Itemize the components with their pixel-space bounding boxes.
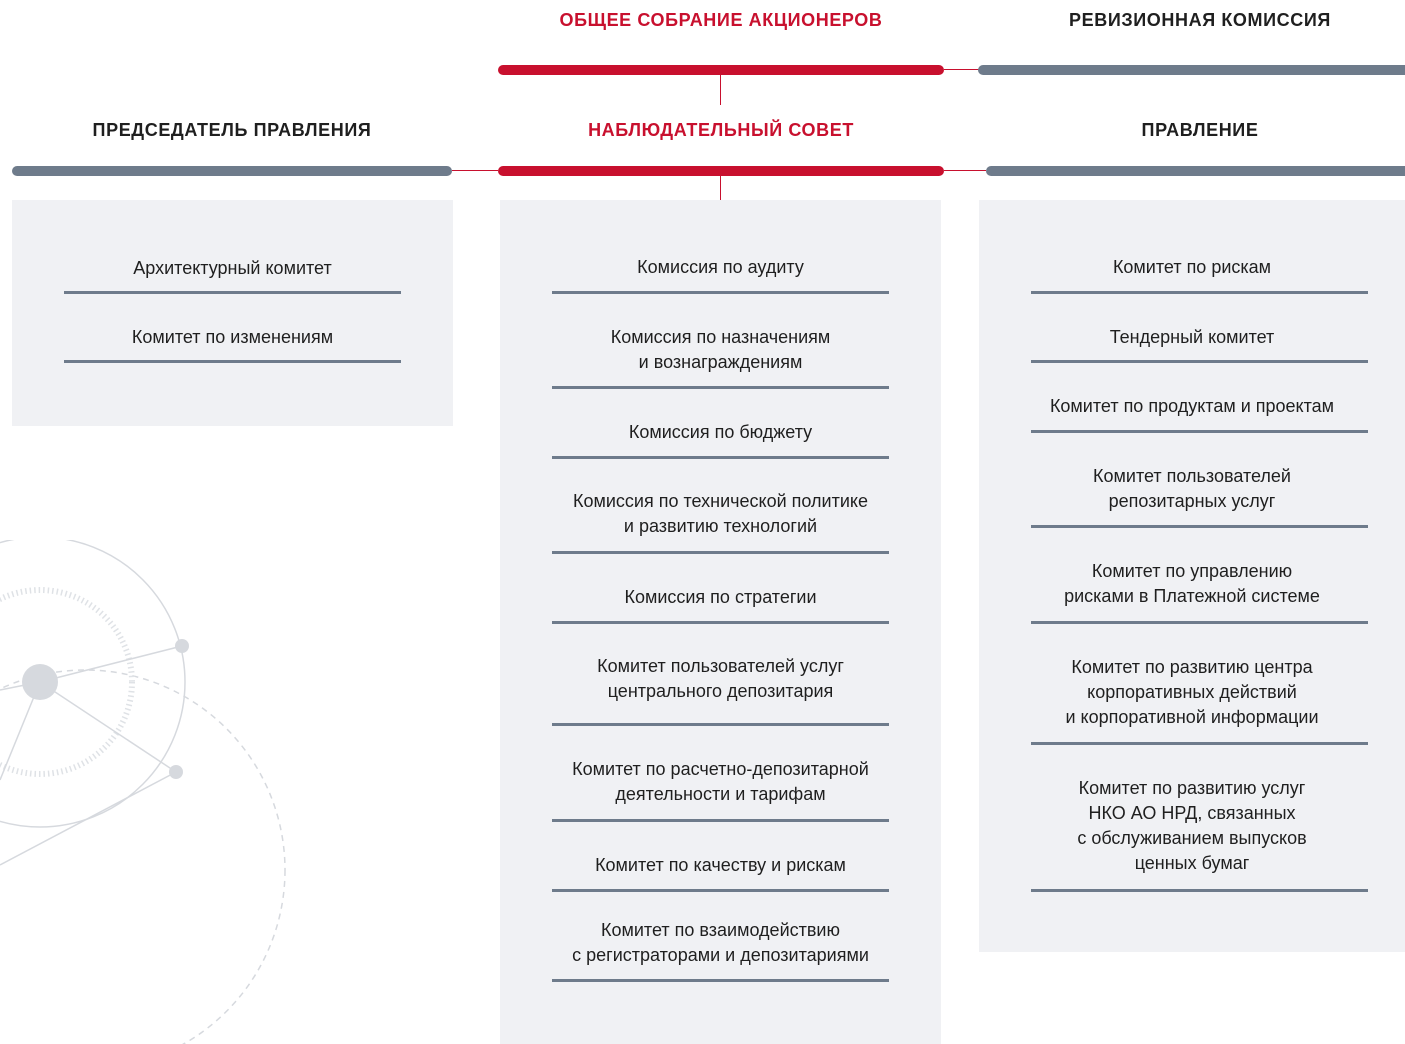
committee-item: Комиссия по аудиту (637, 257, 804, 277)
chairman-committees-panel: Архитектурный комитет Комитет по изменен… (12, 200, 453, 426)
item-separator (552, 456, 889, 459)
committee-item: Комитет по взаимодействию с регистратора… (572, 920, 869, 965)
item-separator (1031, 430, 1368, 433)
item-separator (552, 551, 889, 554)
item-separator (552, 979, 889, 982)
management-board-committees-panel: Комитет по рискам Тендерный комитет Коми… (979, 200, 1405, 952)
committee-item: Комитет по качеству и рискам (595, 855, 846, 875)
item-separator (552, 819, 889, 822)
committee-item: Комиссия по назначениям и вознаграждения… (610, 327, 831, 372)
item-separator (552, 291, 889, 294)
item-separator (552, 723, 889, 726)
management-board-title: ПРАВЛЕНИЕ (1141, 120, 1259, 140)
shareholders-meeting-bar (498, 65, 944, 75)
item-separator (552, 889, 889, 892)
item-separator (552, 386, 889, 389)
supervisory-board-bar (498, 166, 944, 176)
committee-item: Комиссия по технической политике и разви… (573, 491, 868, 536)
chairman-title: ПРЕДСЕДАТЕЛЬ ПРАВЛЕНИЯ (92, 120, 372, 140)
decorative-network-graphic (0, 540, 286, 1044)
audit-commission-title: РЕВИЗИОННАЯ КОМИССИЯ (1069, 10, 1331, 30)
committee-item: Комиссия по бюджету (628, 422, 813, 442)
supervisory-board-title: НАБЛЮДАТЕЛЬНЫЙ СОВЕТ (588, 120, 854, 140)
committee-item: Комитет по управлению рисками в Платежно… (1064, 561, 1320, 606)
committee-item: Комитет пользователей репозитарных услуг (1093, 466, 1291, 511)
committee-item: Комитет по развитию центра корпоративных… (1065, 657, 1319, 727)
committee-item: Комитет по изменениям (131, 327, 334, 347)
committee-item: Комиссия по стратегии (624, 587, 817, 607)
shareholders-meeting-title: ОБЩЕЕ СОБРАНИЕ АКЦИОНЕРОВ (559, 10, 883, 30)
item-separator (1031, 621, 1368, 624)
chairman-bar (12, 166, 452, 176)
item-separator (1031, 360, 1368, 363)
connector-line (452, 170, 498, 171)
committee-item: Тендерный комитет (1109, 327, 1275, 347)
item-separator (552, 621, 889, 624)
committee-item: Комитет пользователей услуг центрального… (597, 656, 844, 701)
item-separator (1031, 742, 1368, 745)
item-separator (1031, 525, 1368, 528)
item-separator (64, 360, 401, 363)
connector-line (944, 170, 986, 171)
committee-item: Комитет по рискам (1112, 257, 1272, 277)
item-separator (1031, 889, 1368, 892)
committee-item: Архитектурный комитет (133, 258, 332, 278)
supervisory-board-committees-panel: Комиссия по аудиту Комиссия по назначени… (500, 200, 941, 1044)
connector-line (720, 75, 721, 105)
management-board-bar (986, 166, 1405, 176)
committee-item: Комитет по развитию услуг НКО АО НРД, св… (1077, 778, 1307, 873)
committee-item: Комитет по продуктам и проектам (1049, 396, 1335, 416)
audit-commission-bar (978, 65, 1405, 75)
connector-line (720, 176, 721, 200)
committee-item: Комитет по расчетно-депозитарной деятель… (572, 759, 869, 804)
item-separator (64, 291, 401, 294)
item-separator (1031, 291, 1368, 294)
connector-line (944, 69, 980, 70)
